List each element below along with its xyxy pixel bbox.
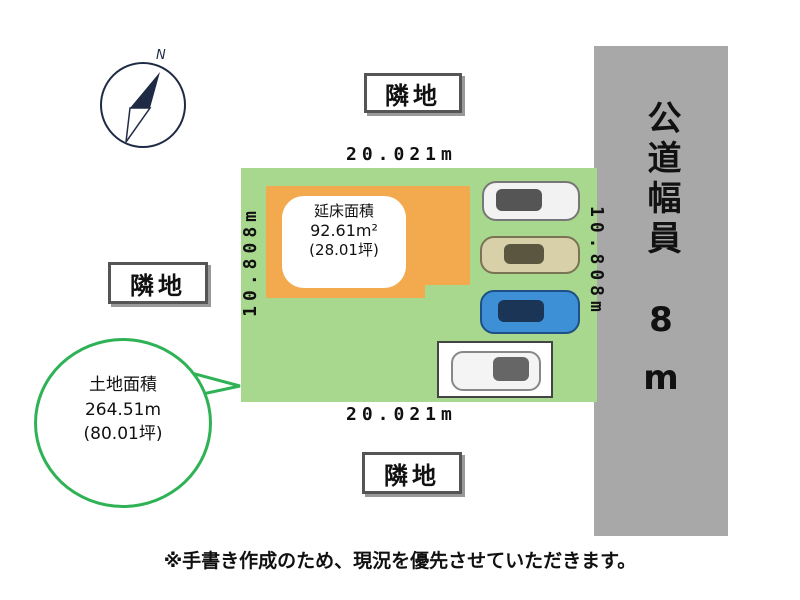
- land-area-callout: 土地面積 264.51m (80.01坪): [34, 338, 212, 508]
- land-area-title: 土地面積: [89, 375, 157, 395]
- compass-icon: [100, 62, 186, 148]
- neighbor-left-label: 隣地: [108, 262, 208, 304]
- car-white-minivan: [451, 351, 541, 391]
- road-width-value: 8: [641, 300, 681, 358]
- car-blue-hatchback: [480, 290, 580, 334]
- floor-area-tsubo: (28.01坪): [309, 240, 379, 259]
- floor-area-title: 延床面積: [313, 202, 374, 220]
- lot-bottom-dimension: 20.021m: [346, 404, 457, 425]
- lot-top-dimension: 20.021m: [346, 144, 457, 165]
- car-beige-sedan: [480, 236, 580, 274]
- disclaimer-note: ※手書き作成のため、現況を優先させていただきます。: [163, 550, 637, 572]
- land-area-m2: 264.51m: [84, 399, 162, 420]
- road-name-label: 公道幅員: [641, 100, 681, 260]
- road-width-label: 8m: [594, 300, 728, 416]
- neighbor-top-label: 隣地: [364, 73, 462, 113]
- neighbor-bottom-label: 隣地: [362, 452, 462, 494]
- public-road: [594, 46, 728, 536]
- parking-space: [437, 341, 553, 398]
- road-width-unit: m: [641, 358, 681, 416]
- building-notch: [425, 285, 471, 299]
- floor-area-label: 延床面積 92.61m² (28.01坪): [282, 196, 406, 288]
- lot-left-dimension: 10.808m: [240, 206, 261, 317]
- lot-right-dimension: 10.808m: [586, 206, 607, 317]
- land-area-tsubo: (80.01坪): [83, 424, 163, 445]
- floor-area-m2: 92.61m²: [310, 220, 378, 240]
- car-white-van: [482, 181, 580, 221]
- north-label: N: [156, 48, 166, 63]
